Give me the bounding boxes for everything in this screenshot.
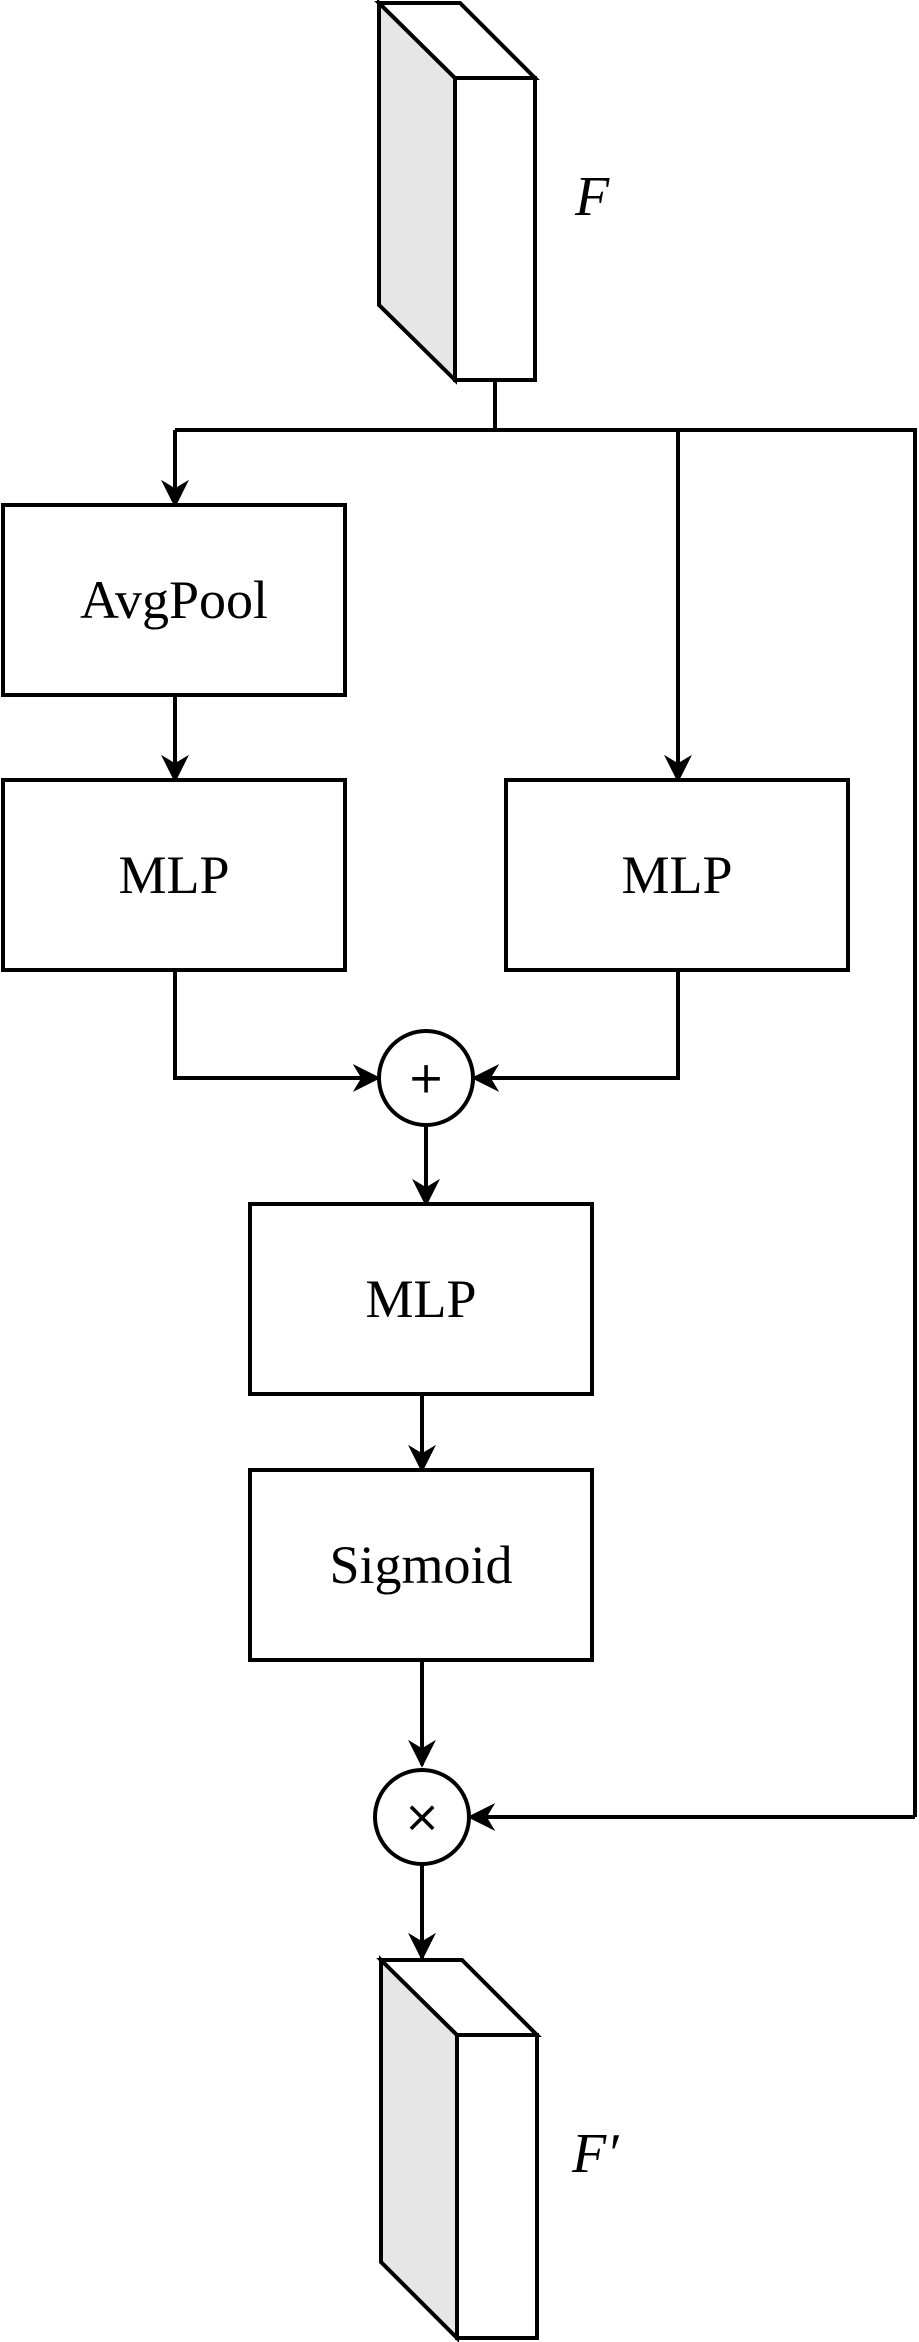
input-tensor-front xyxy=(453,76,537,382)
plus-icon: + xyxy=(408,1053,445,1104)
avgpool-block: AvgPool xyxy=(1,503,347,697)
mlp-right-box xyxy=(504,778,850,972)
mlp-right-label: MLP xyxy=(621,845,732,905)
mlp-left-block: MLP xyxy=(1,778,347,972)
mlp-right-block: MLP xyxy=(504,778,850,972)
sigmoid-box xyxy=(248,1468,594,1662)
mlp-left-box xyxy=(1,778,347,972)
add-node: + xyxy=(377,1029,475,1127)
add-circle xyxy=(377,1029,475,1127)
arrow-mlp-left-to-add xyxy=(173,970,381,1092)
output-tensor-front xyxy=(455,2033,539,2340)
input-tensor xyxy=(374,0,540,385)
avgpool-box xyxy=(1,503,347,697)
multiply-node: × xyxy=(373,1768,471,1866)
multiply-circle xyxy=(373,1768,471,1866)
connectors xyxy=(161,380,917,1961)
top-bus xyxy=(175,428,917,1817)
output-tensor xyxy=(376,1955,542,2342)
mlp-center-box xyxy=(248,1202,594,1396)
mlp-center-block: MLP xyxy=(248,1202,594,1396)
mlp-left-label: MLP xyxy=(118,845,229,905)
mlp-center-label: MLP xyxy=(365,1269,476,1329)
arrow-mlp-right-to-add xyxy=(471,970,680,1092)
sigmoid-label: Sigmoid xyxy=(329,1535,512,1595)
input-tensor-label: F xyxy=(574,166,610,228)
sigmoid-block: Sigmoid xyxy=(248,1468,594,1662)
avgpool-label: AvgPool xyxy=(80,570,268,630)
times-icon: × xyxy=(404,1792,441,1843)
output-tensor-label: F′ xyxy=(571,2123,619,2185)
